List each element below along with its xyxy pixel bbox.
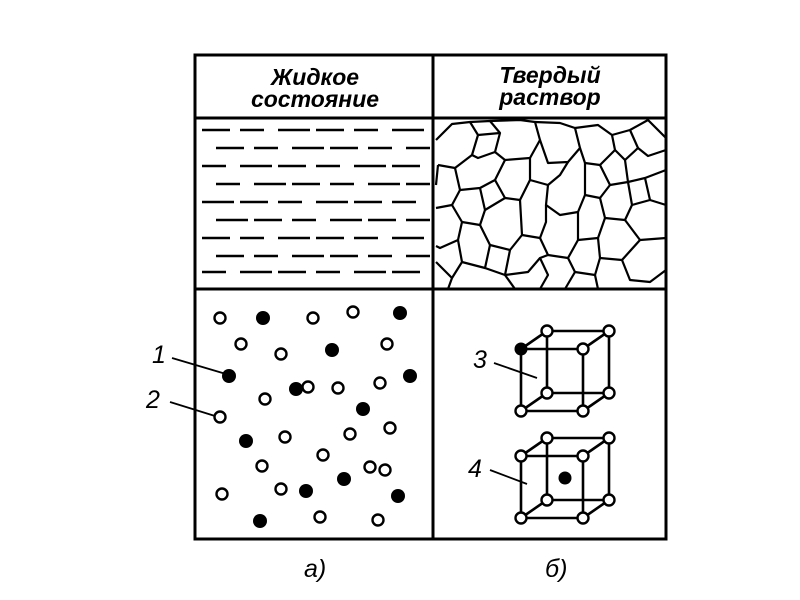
label-2: 2 bbox=[146, 386, 160, 414]
header-liquid-line2: состояние bbox=[250, 86, 380, 112]
lattice-atom bbox=[576, 511, 590, 525]
figure-frame bbox=[193, 53, 668, 541]
interstitial-solid-solution-cell bbox=[514, 431, 616, 525]
lattice-atom bbox=[576, 404, 590, 418]
solvent-atom bbox=[274, 347, 288, 361]
leader-line-3 bbox=[493, 362, 538, 379]
lattice-atom bbox=[576, 342, 590, 356]
solute-atom bbox=[403, 369, 417, 383]
solute-atom bbox=[222, 369, 236, 383]
solvent-atom bbox=[363, 460, 377, 474]
header-solid-line1: Твердый bbox=[499, 62, 601, 88]
solvent-atom bbox=[234, 337, 248, 351]
solvent-atom bbox=[278, 430, 292, 444]
lattice-atom bbox=[514, 511, 528, 525]
solute-atom bbox=[299, 484, 313, 498]
solute-atom bbox=[253, 514, 267, 528]
solute-atom bbox=[239, 434, 253, 448]
lattice-atom bbox=[602, 324, 616, 338]
solute-atom bbox=[289, 382, 303, 396]
solvent-atom bbox=[306, 311, 320, 325]
lattice-atom bbox=[602, 493, 616, 507]
interstitial-atom bbox=[558, 471, 572, 485]
label-1: 1 bbox=[152, 341, 166, 369]
solvent-atom bbox=[274, 482, 288, 496]
caption-b: б) bbox=[545, 555, 568, 583]
lattice-atom bbox=[540, 493, 554, 507]
solvent-atom bbox=[378, 463, 392, 477]
caption-a: а) bbox=[304, 555, 327, 583]
substitutional-solid-solution-cell bbox=[514, 324, 616, 418]
leader-line-1 bbox=[171, 357, 227, 375]
grain-boundary-network bbox=[434, 118, 667, 290]
label-4: 4 bbox=[468, 455, 482, 483]
header-liquid-line1: Жидкое bbox=[270, 64, 360, 90]
solvent-atom bbox=[371, 513, 385, 527]
solvent-atom bbox=[215, 487, 229, 501]
solvent-atom bbox=[255, 459, 269, 473]
liquid-dash-pattern bbox=[202, 128, 430, 274]
lattice-atom bbox=[514, 449, 528, 463]
solvent-atom bbox=[313, 510, 327, 524]
solvent-atom bbox=[331, 381, 345, 395]
solvent-atom bbox=[380, 337, 394, 351]
label-3: 3 bbox=[473, 346, 487, 374]
solvent-atom bbox=[343, 427, 357, 441]
solute-atom bbox=[393, 306, 407, 320]
leader-line-2 bbox=[169, 401, 216, 417]
solute-atom bbox=[256, 311, 270, 325]
header-solid: Твердый раствор bbox=[445, 62, 655, 110]
solute-atom bbox=[325, 343, 339, 357]
lattice-atom bbox=[540, 431, 554, 445]
solvent-atom bbox=[383, 421, 397, 435]
lattice-atom bbox=[576, 449, 590, 463]
solvent-atom bbox=[213, 410, 227, 424]
solvent-atom bbox=[213, 311, 227, 325]
lattice-atom bbox=[602, 431, 616, 445]
solvent-atom bbox=[258, 392, 272, 406]
liquid-atom-layer bbox=[213, 305, 417, 528]
lattice-atom bbox=[602, 386, 616, 400]
lattice-atom bbox=[540, 386, 554, 400]
solvent-atom bbox=[301, 380, 315, 394]
solute-atom bbox=[356, 402, 370, 416]
header-liquid: Жидкое состояние bbox=[210, 64, 420, 112]
solvent-atom bbox=[316, 448, 330, 462]
solute-atom bbox=[391, 489, 405, 503]
lattice-atom bbox=[514, 404, 528, 418]
header-solid-line2: раствор bbox=[499, 84, 601, 110]
solute-atom bbox=[337, 472, 351, 486]
substituted-atom bbox=[514, 342, 528, 356]
solvent-atom bbox=[373, 376, 387, 390]
solvent-atom bbox=[346, 305, 360, 319]
lattice-atom bbox=[540, 324, 554, 338]
